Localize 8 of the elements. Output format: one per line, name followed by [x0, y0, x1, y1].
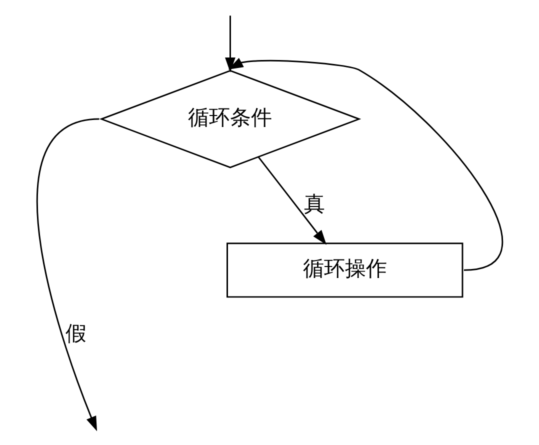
edge-label: 假	[65, 321, 86, 346]
node-diamond: 循环条件	[98, 70, 361, 168]
arrow	[258, 156, 326, 245]
edge-label: 真	[303, 192, 324, 216]
arrow	[224, 16, 244, 72]
node-box: 循环操作	[226, 242, 463, 298]
arrow	[228, 58, 502, 271]
arrow	[36, 118, 99, 432]
